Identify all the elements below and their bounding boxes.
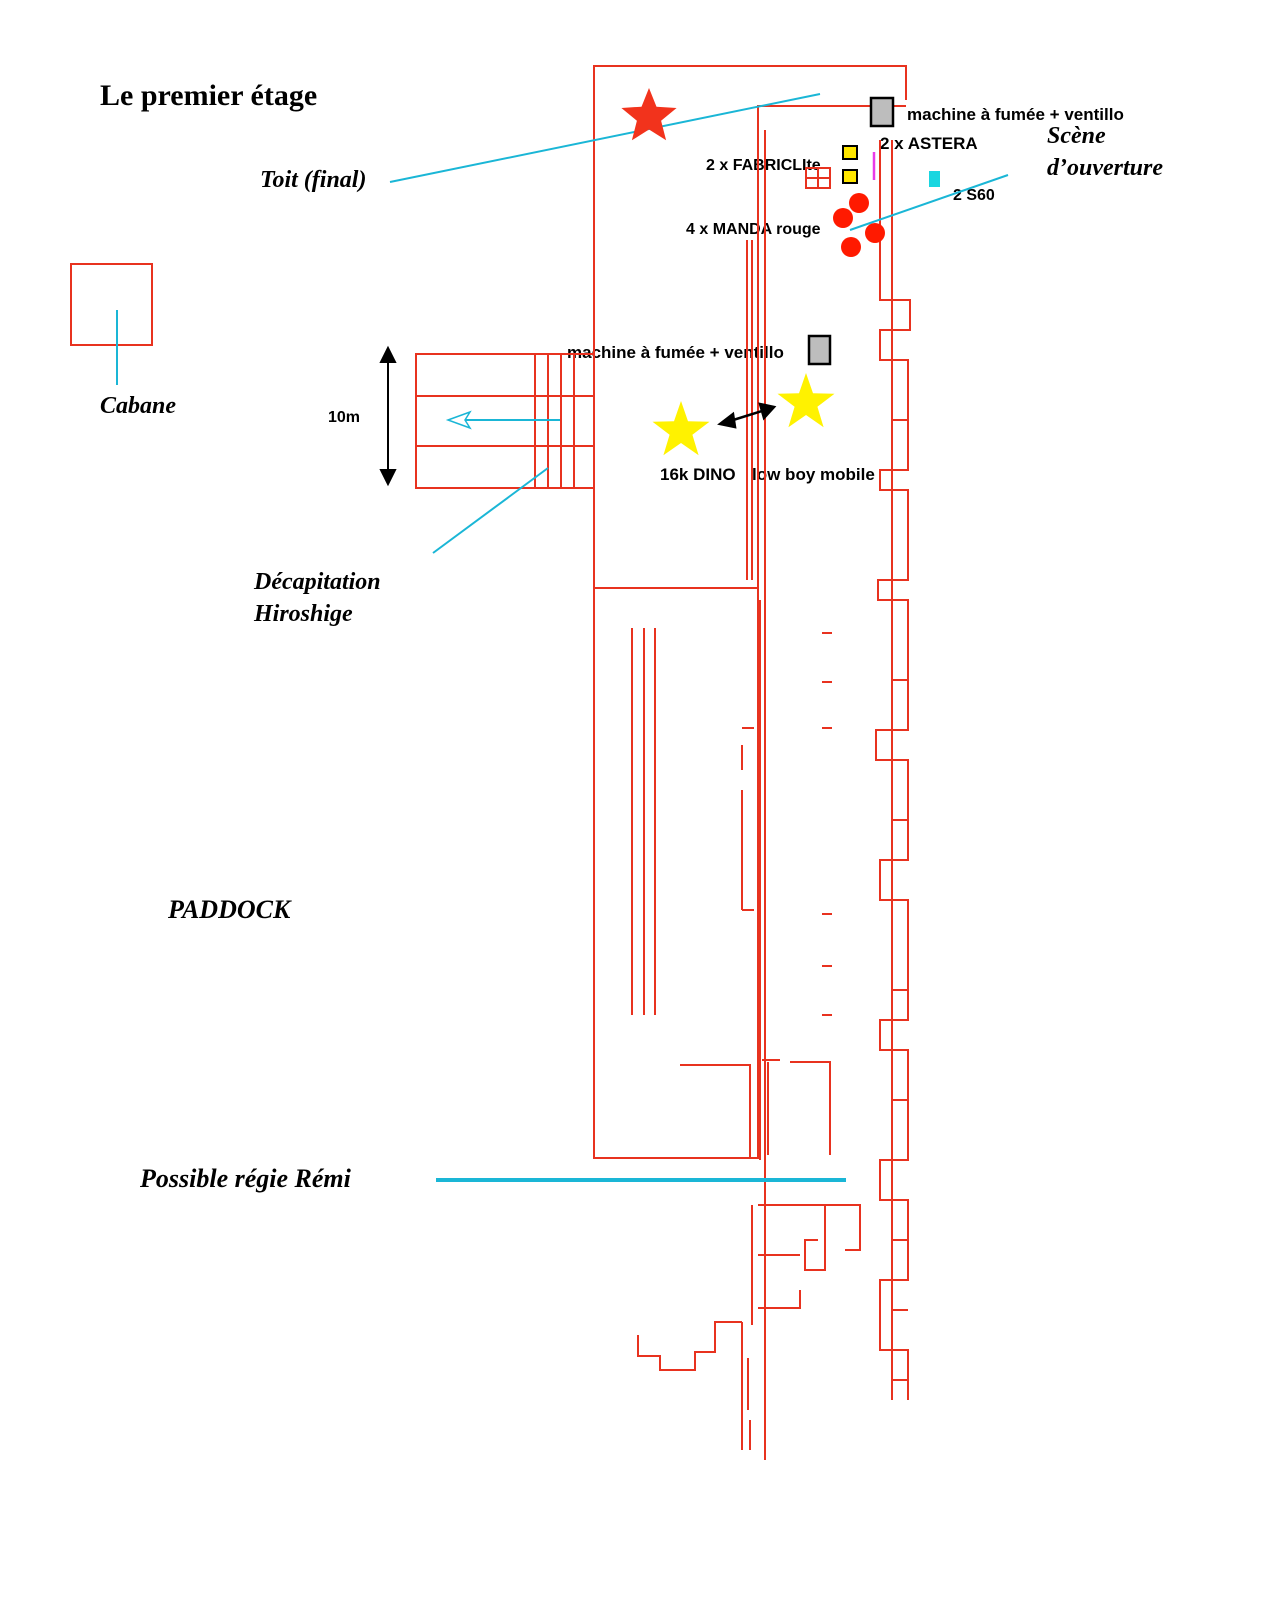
- s60-icon: [929, 171, 940, 187]
- manda-4-icon: [841, 237, 861, 257]
- label-fabriclite: 2 x FABRICLIte: [706, 157, 821, 174]
- smoke-machine-mid-icon: [807, 334, 832, 366]
- label-cabane: Cabane: [100, 393, 176, 419]
- manda-1-icon: [849, 193, 869, 213]
- label-regie: Possible régie Rémi: [139, 1164, 352, 1193]
- label-smoke-machine-top: machine à fumée + ventillo: [907, 105, 1124, 124]
- label-paddock: PADDOCK: [167, 895, 292, 924]
- star-red-icon: [621, 88, 677, 141]
- label-dino: 16k DINO: [660, 465, 736, 484]
- label-decapitation-line1: Décapitation: [253, 569, 381, 595]
- label-decapitation-line2: Hiroshige: [253, 601, 353, 627]
- label-toit: Toit (final): [260, 167, 366, 193]
- annotation-lines: [116, 93, 1009, 554]
- label-lowboy: low boy mobile: [752, 465, 875, 484]
- manda-3-icon: [865, 223, 885, 243]
- fabriclite-2-icon: [842, 169, 858, 184]
- movement-arrow: [717, 402, 777, 429]
- label-scene-line2: d’ouverture: [1047, 155, 1163, 181]
- label-astera: 2 x ASTERA: [880, 134, 978, 153]
- page-title: Le premier étage: [100, 79, 317, 112]
- star-yellow-lowboy-icon: [777, 373, 835, 428]
- label-manda: 4 x MANDA rouge: [686, 221, 821, 238]
- fabriclite-1-icon: [842, 145, 858, 160]
- label-scene-line1: Scène: [1047, 123, 1106, 149]
- dimension-arrow: [379, 345, 397, 487]
- star-yellow-dino-icon: [652, 401, 710, 456]
- walls: [70, 65, 911, 1460]
- smoke-machine-top-icon: [869, 96, 895, 128]
- dimension-label: 10m: [328, 409, 360, 426]
- label-s60: 2 S60: [953, 187, 995, 204]
- manda-2-icon: [833, 208, 853, 228]
- label-smoke-machine-mid: machine à fumée + ventillo: [567, 343, 784, 362]
